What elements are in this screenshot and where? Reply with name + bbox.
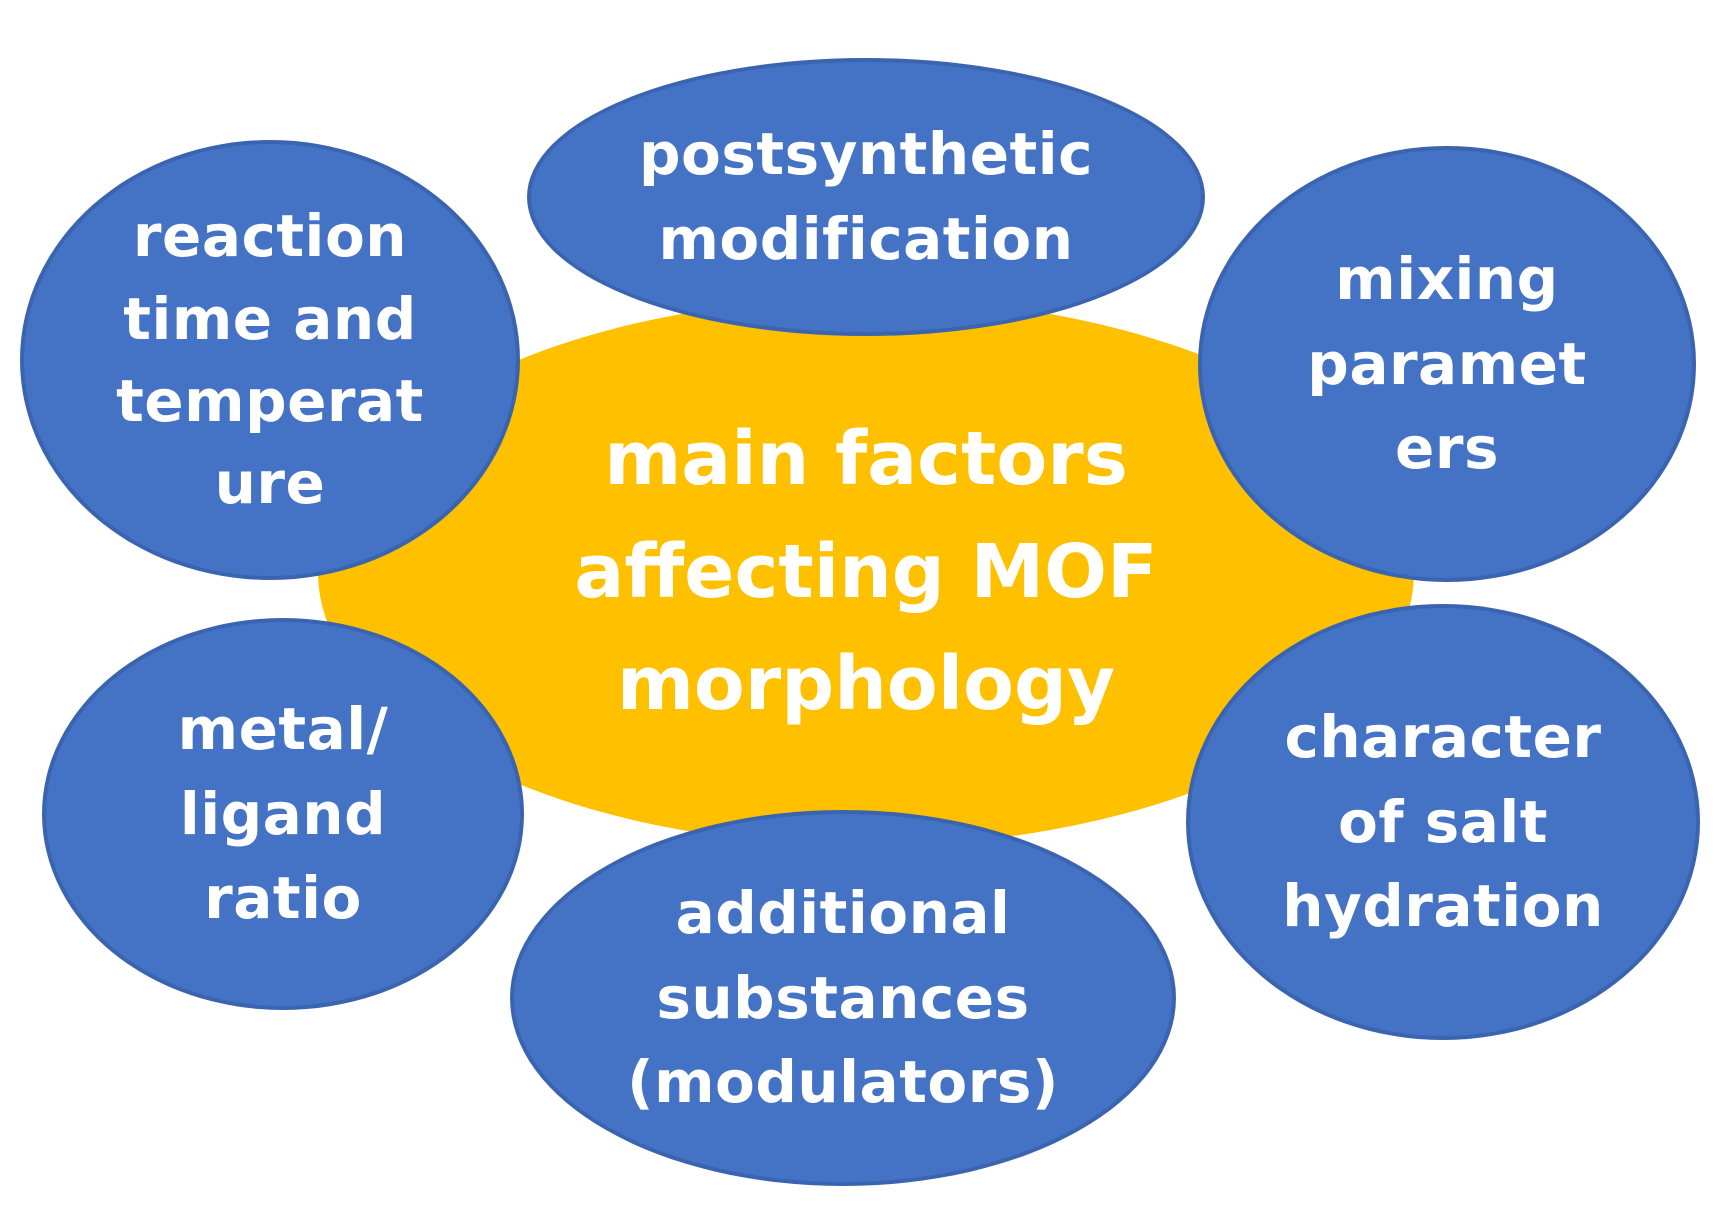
factor-node-reaction-time-temperature: reaction time and temperat ure	[20, 140, 520, 580]
factor-node-salt-hydration: character of salt hydration	[1186, 604, 1700, 1040]
factor-node-metal-ligand-ratio: metal/ ligand ratio	[42, 618, 524, 1010]
factor-label: reaction time and temperat ure	[116, 202, 424, 518]
factor-label: additional substances (modulators)	[627, 878, 1059, 1117]
factor-node-additional-substances: additional substances (modulators)	[510, 810, 1176, 1186]
factor-label: postsynthetic modification	[638, 120, 1094, 273]
factor-label: character of salt hydration	[1282, 702, 1604, 941]
center-label: main factors affecting MOF morphology	[574, 416, 1158, 728]
factor-label: metal/ ligand ratio	[177, 694, 389, 933]
factor-label: mixing paramet ers	[1307, 244, 1587, 483]
factor-node-mixing-parameters: mixing paramet ers	[1198, 146, 1696, 582]
factor-node-postsynthetic-modification: postsynthetic modification	[527, 58, 1205, 336]
